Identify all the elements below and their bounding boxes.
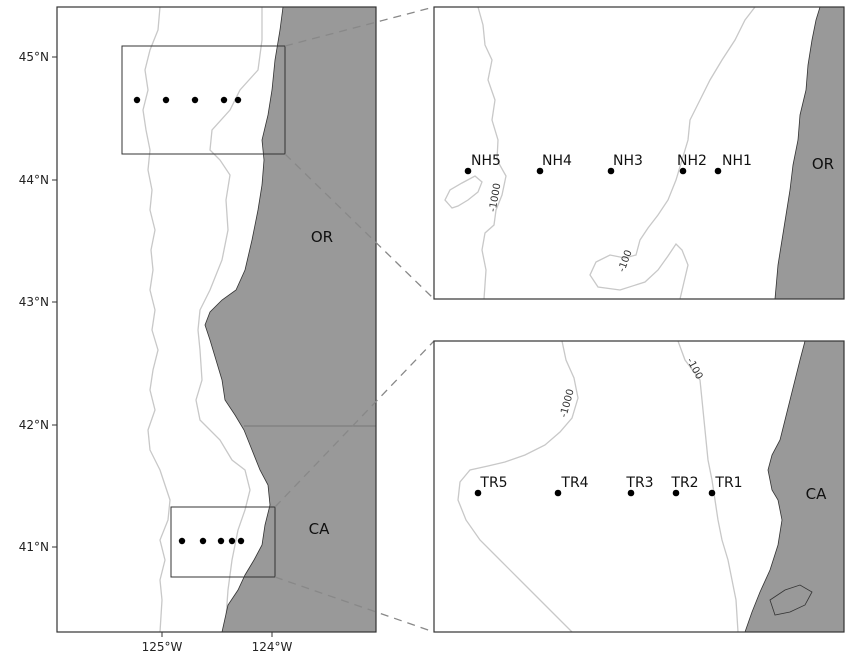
station-label-nh2: NH2 — [677, 153, 707, 169]
south-land — [744, 341, 844, 632]
south-contour-100 — [677, 341, 739, 632]
north-contour-1000-island — [444, 175, 483, 209]
main-station-tr4 — [199, 537, 207, 545]
station-nh1 — [714, 167, 722, 175]
station-nh5 — [464, 167, 472, 175]
station-label-tr5: TR5 — [479, 475, 507, 491]
north-state-label: OR — [812, 155, 834, 173]
main-station-tr1 — [237, 537, 245, 545]
north-inset-box — [121, 45, 286, 155]
lat-tick-42: 42°N — [19, 418, 49, 432]
lat-tick-44: 44°N — [19, 173, 49, 187]
station-tr1 — [708, 489, 716, 497]
main-stations-south — [178, 537, 245, 545]
main-station-nh5 — [133, 96, 141, 104]
lat-axis: 45°N 44°N 43°N 42°N 41°N — [19, 50, 57, 554]
main-station-tr5 — [178, 537, 186, 545]
inset-north: -100 -1000 NH5 NH4 NH3 NH2 NH1 OR — [433, 6, 845, 300]
south-lagoon — [769, 584, 813, 616]
station-nh4 — [536, 167, 544, 175]
main-station-nh1 — [234, 96, 242, 104]
station-label-nh1: NH1 — [722, 153, 752, 169]
north-land — [774, 7, 844, 299]
station-label-nh5: NH5 — [471, 153, 501, 169]
main-state-label-or: OR — [311, 228, 333, 246]
south-inset-frame — [433, 340, 845, 633]
station-label-tr3: TR3 — [625, 475, 653, 491]
connector-lines — [274, 6, 435, 633]
north-contour-label-1000: -1000 — [488, 182, 504, 213]
main-frame — [56, 6, 377, 633]
main-station-tr3 — [217, 537, 225, 545]
lon-axis: 125°W 124°W — [142, 632, 293, 654]
main-contour-1000 — [142, 7, 171, 632]
south-stations: TR5 TR4 TR3 TR2 TR1 — [474, 475, 743, 497]
north-contour-1000 — [477, 7, 507, 299]
main-stations-north — [133, 96, 242, 104]
station-label-tr4: TR4 — [560, 475, 588, 491]
south-state-label: CA — [806, 485, 827, 503]
south-inset-box — [170, 506, 276, 578]
main-station-nh4 — [162, 96, 170, 104]
main-contour-100 — [195, 7, 263, 632]
lat-tick-45: 45°N — [19, 50, 49, 64]
station-label-nh4: NH4 — [542, 153, 572, 169]
lon-tick-125: 125°W — [142, 640, 183, 654]
north-stations: NH5 NH4 NH3 NH2 NH1 — [464, 153, 752, 175]
station-label-nh3: NH3 — [613, 153, 643, 169]
north-inset-frame — [433, 6, 845, 300]
station-tr2 — [672, 489, 680, 497]
station-tr5 — [474, 489, 482, 497]
main-state-label-ca: CA — [309, 520, 330, 538]
main-map: OR CA 45°N 44°N 43°N 42°N 41°N 125°W 124… — [19, 6, 377, 654]
main-station-tr2 — [228, 537, 236, 545]
lat-tick-41: 41°N — [19, 540, 49, 554]
station-nh2 — [679, 167, 687, 175]
station-nh3 — [607, 167, 615, 175]
lat-tick-43: 43°N — [19, 295, 49, 309]
main-land — [204, 7, 376, 632]
station-tr3 — [627, 489, 635, 497]
main-station-nh3 — [191, 96, 199, 104]
station-tr4 — [554, 489, 562, 497]
inset-south: -1000 -100 TR5 TR4 TR3 TR2 TR1 CA — [433, 340, 845, 633]
main-station-nh2 — [220, 96, 228, 104]
south-contour-1000 — [457, 341, 579, 632]
lon-tick-124: 124°W — [252, 640, 293, 654]
station-label-tr2: TR2 — [670, 475, 698, 491]
station-label-tr1: TR1 — [714, 475, 742, 491]
north-contour-100 — [589, 7, 756, 299]
